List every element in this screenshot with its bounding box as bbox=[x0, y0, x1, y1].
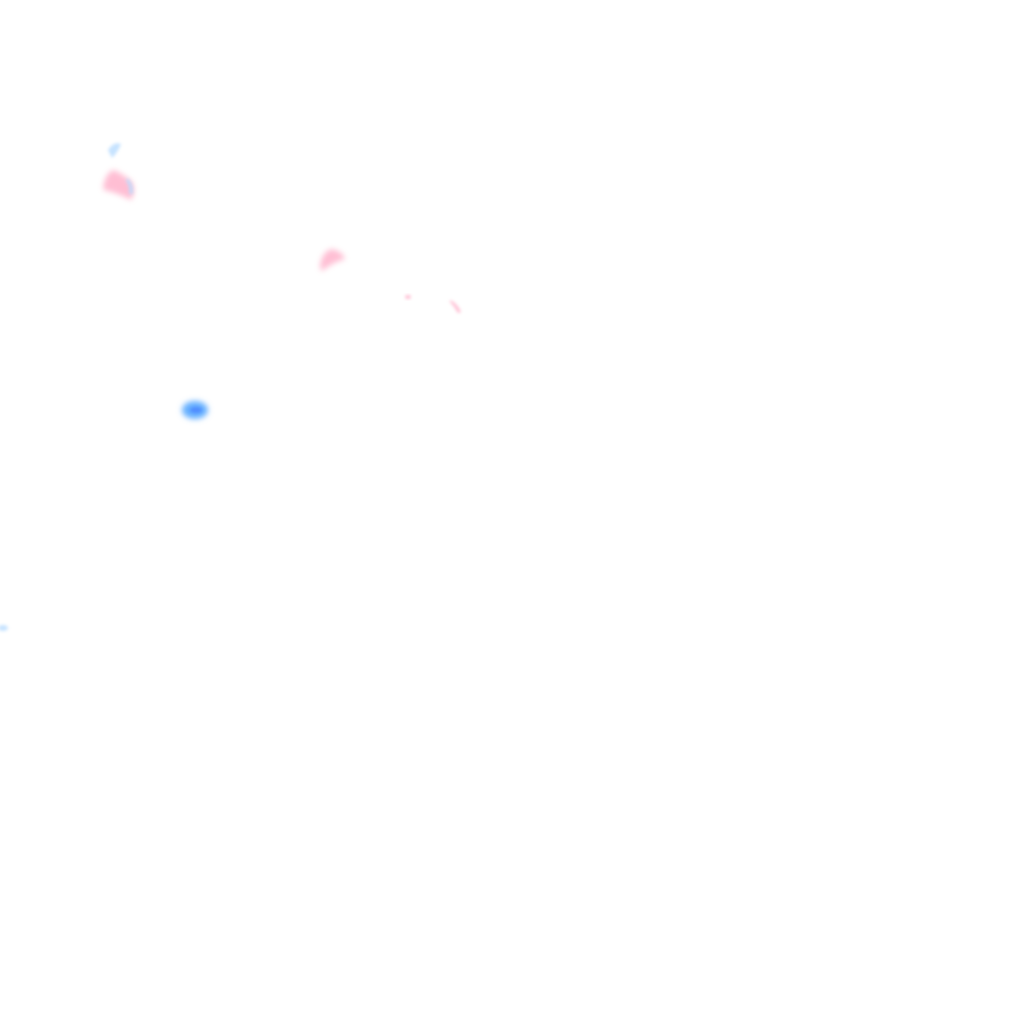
snow-cell-edge bbox=[0, 625, 8, 631]
snow-cell-west bbox=[182, 401, 208, 419]
precip-cell-northwest bbox=[103, 143, 134, 200]
precip-cell-central bbox=[320, 249, 345, 271]
precip-cell-east-fragments bbox=[405, 295, 461, 313]
